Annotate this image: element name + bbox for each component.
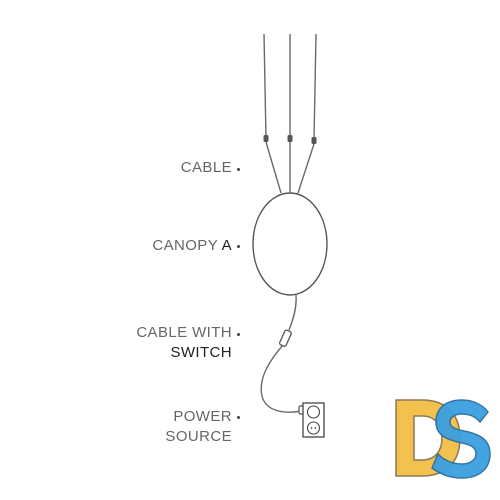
cable-grips — [263, 135, 317, 144]
canopy-a — [252, 192, 328, 296]
cable-grip-left — [263, 135, 269, 142]
label-cable-with-switch-line2: SWITCH — [170, 344, 232, 361]
logo-letter-s — [431, 399, 491, 479]
cable-to-plug — [260, 344, 303, 413]
socket-bottom-outlet — [306, 421, 321, 435]
label-power-source-dot — [237, 416, 240, 419]
label-cable-with-switch-dot — [237, 333, 240, 336]
cable-grip-right — [311, 137, 317, 144]
cable-grip-middle — [287, 135, 293, 142]
label-cable-with-switch-line1: CABLE WITH — [136, 324, 232, 341]
label-cable-dot — [237, 168, 240, 171]
suspension-cable-right — [313, 33, 317, 141]
suspension-cables — [263, 33, 317, 194]
label-power-source-line2: SOURCE — [165, 428, 232, 445]
label-canopy-letter: A — [221, 237, 232, 254]
label-canopy-text: CANOPY — [152, 237, 222, 254]
label-power-source: POWER SOURCE — [165, 407, 232, 447]
power-socket — [302, 402, 325, 438]
label-cable-text: CABLE — [180, 159, 232, 176]
suspension-cable-left — [263, 33, 267, 139]
inline-switch — [278, 329, 292, 347]
cable-converge-left — [265, 141, 282, 194]
socket-top-outlet — [306, 405, 321, 419]
socket-hole — [310, 427, 313, 429]
cable-with-switch — [260, 294, 303, 413]
ds-logo — [395, 399, 491, 479]
cable-to-switch — [288, 294, 297, 331]
label-canopy: CANOPY A — [152, 236, 232, 256]
label-cable: CABLE — [181, 158, 232, 178]
label-power-source-line1: POWER — [173, 408, 232, 425]
cable-converge-right — [297, 143, 315, 194]
socket-hole — [314, 427, 317, 429]
label-cable-with-switch: CABLE WITH SWITCH — [136, 323, 232, 363]
label-canopy-dot — [237, 245, 240, 248]
